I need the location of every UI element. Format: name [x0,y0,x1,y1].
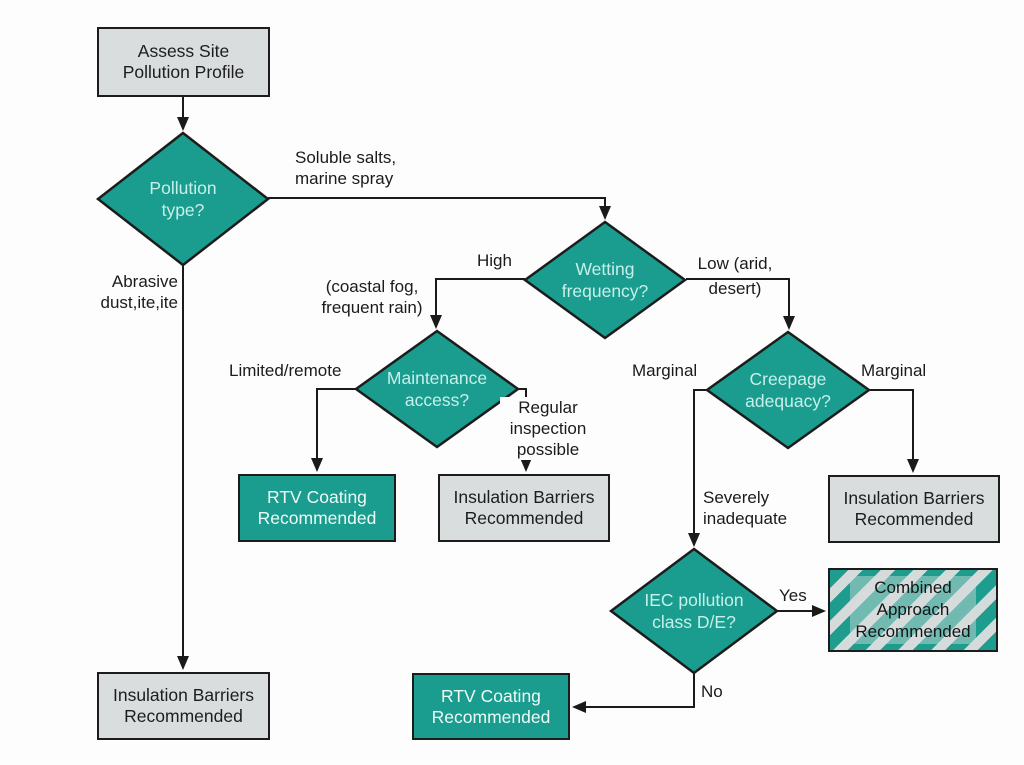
connector-maintenance-to-rtv-top [311,388,357,472]
maintenance-access-decision [353,329,521,449]
start-node-label: Assess Site Pollution Profile [122,41,245,82]
iec-pollution-class-decision [608,547,780,675]
edge-label-marginal-right: Marginal [861,361,927,380]
connector-creepage-to-barriers-right [870,389,919,473]
insulation-barriers-box-right: Insulation Barriers Recommended [828,475,1000,543]
connector-iec-no-to-rtv-bottom [572,673,695,713]
pollution-type-decision [95,131,271,267]
creepage-adequacy-decision [704,330,872,450]
edge-label-limited-remote: Limited/remote [229,361,342,380]
insulation-barriers-box-middle: Insulation Barriers Recommended [438,474,610,542]
combined-approach-box: Combined Approach Recommended [828,568,998,652]
edge-label-abrasive-dust: Abrasive dust,ite,ite [100,272,179,312]
insulation-barriers-left-label: Insulation Barriers Recommended [112,685,255,726]
insulation-barriers-mid-label: Insulation Barriers Recommended [453,487,595,528]
combined-approach-label: Combined Approach Recommended [850,576,976,644]
insulation-barriers-right-label: Insulation Barriers Recommended [843,488,985,529]
edge-label-severely-inadequate: Severely inadequate [703,488,788,528]
edge-label-coastal-fog: (coastal fog, frequent rain) [321,277,423,317]
edge-label-marginal-left: Marginal [632,361,698,380]
wetting-frequency-decision [522,220,688,340]
insulation-barriers-box-left: Insulation Barriers Recommended [97,672,270,740]
edge-label-yes: Yes [779,586,807,605]
edge-label-no: No [701,682,723,701]
connector-wetting-to-maintenance [430,278,525,329]
rtv-coating-bottom-label: RTV Coating Recommended [431,685,551,727]
edge-label-low-arid: Low (arid, desert) [697,254,773,298]
connector-wetting-to-creepage [686,278,795,330]
connector-pollution-to-wetting [268,197,611,220]
rtv-coating-top-label: RTV Coating Recommended [257,487,377,528]
connector-creepage-to-iec [688,389,708,547]
edge-label-soluble-salts: Soluble salts, marine spray [295,148,397,188]
edge-label-regular-inspection: Regular inspection possible [500,397,596,460]
rtv-coating-box-bottom: RTV Coating Recommended [412,673,570,740]
rtv-coating-box-top: RTV Coating Recommended [238,474,396,542]
start-node: Assess Site Pollution Profile [97,27,270,97]
edge-label-high: High [477,251,512,270]
